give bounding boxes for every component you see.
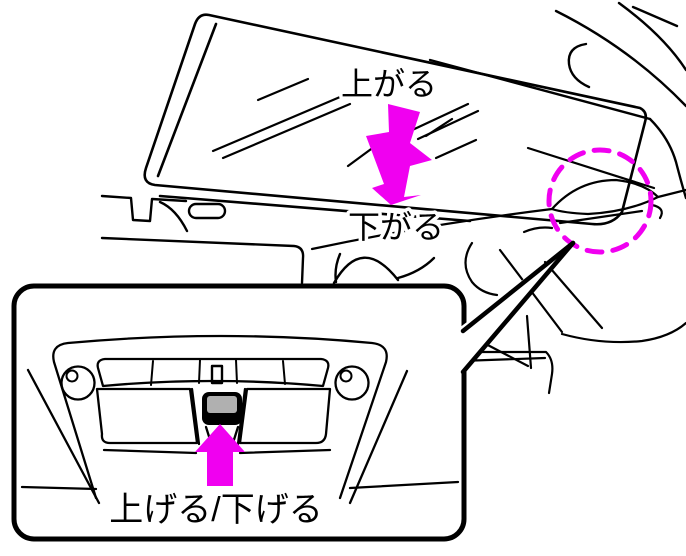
roof-corner-curve	[617, 1, 686, 72]
visor-hook	[158, 200, 189, 233]
map-light-pod	[187, 202, 227, 220]
glass-bottom-inner-edge	[158, 194, 472, 223]
headliner-crease-left	[26, 368, 101, 505]
console-bezel-outline	[52, 334, 388, 500]
lens-panel-left	[95, 387, 199, 445]
roof-rail-curve	[648, 117, 686, 200]
header-clip	[100, 194, 188, 223]
sensor-window	[210, 364, 224, 385]
front-seats-sketch	[430, 241, 686, 395]
callout-pointer	[459, 240, 576, 375]
label-tilt-down: 下がる	[348, 209, 444, 245]
label-tilt-up: 上がる	[341, 66, 437, 102]
press-up-arrow-icon	[195, 424, 245, 486]
headrest-dome	[332, 256, 400, 285]
windshield-header	[100, 194, 436, 285]
headliner-seam-rear	[526, 146, 656, 190]
headliner-seam-front	[310, 207, 554, 251]
switch-cap	[207, 396, 237, 413]
sunroof-switch-button	[202, 392, 242, 425]
headliner-seams	[310, 146, 686, 251]
tilt-up-down-arrow-icon	[366, 104, 432, 205]
switch-recess-left-wall	[190, 387, 201, 446]
glass-left-inner-edge	[156, 22, 218, 178]
headliner-crease-right	[348, 369, 409, 505]
label-raise-lower: 上げる/下げる	[109, 491, 322, 529]
glass-panel-outline	[143, 13, 648, 226]
roof-corner-slash	[631, 5, 679, 28]
map-light-left-icon	[60, 365, 96, 401]
sunroof-glass	[143, 13, 648, 226]
overhead-console	[20, 334, 460, 505]
roofline	[554, 9, 686, 108]
grab-handle-curve	[567, 42, 591, 89]
highlight-dashed-circle-icon	[546, 147, 654, 255]
map-light-right-icon	[334, 365, 370, 401]
glass-reflection-lines	[211, 77, 480, 168]
lens-panel-right	[238, 387, 332, 445]
lens-strip	[96, 357, 330, 388]
header-lower-line	[100, 236, 305, 285]
